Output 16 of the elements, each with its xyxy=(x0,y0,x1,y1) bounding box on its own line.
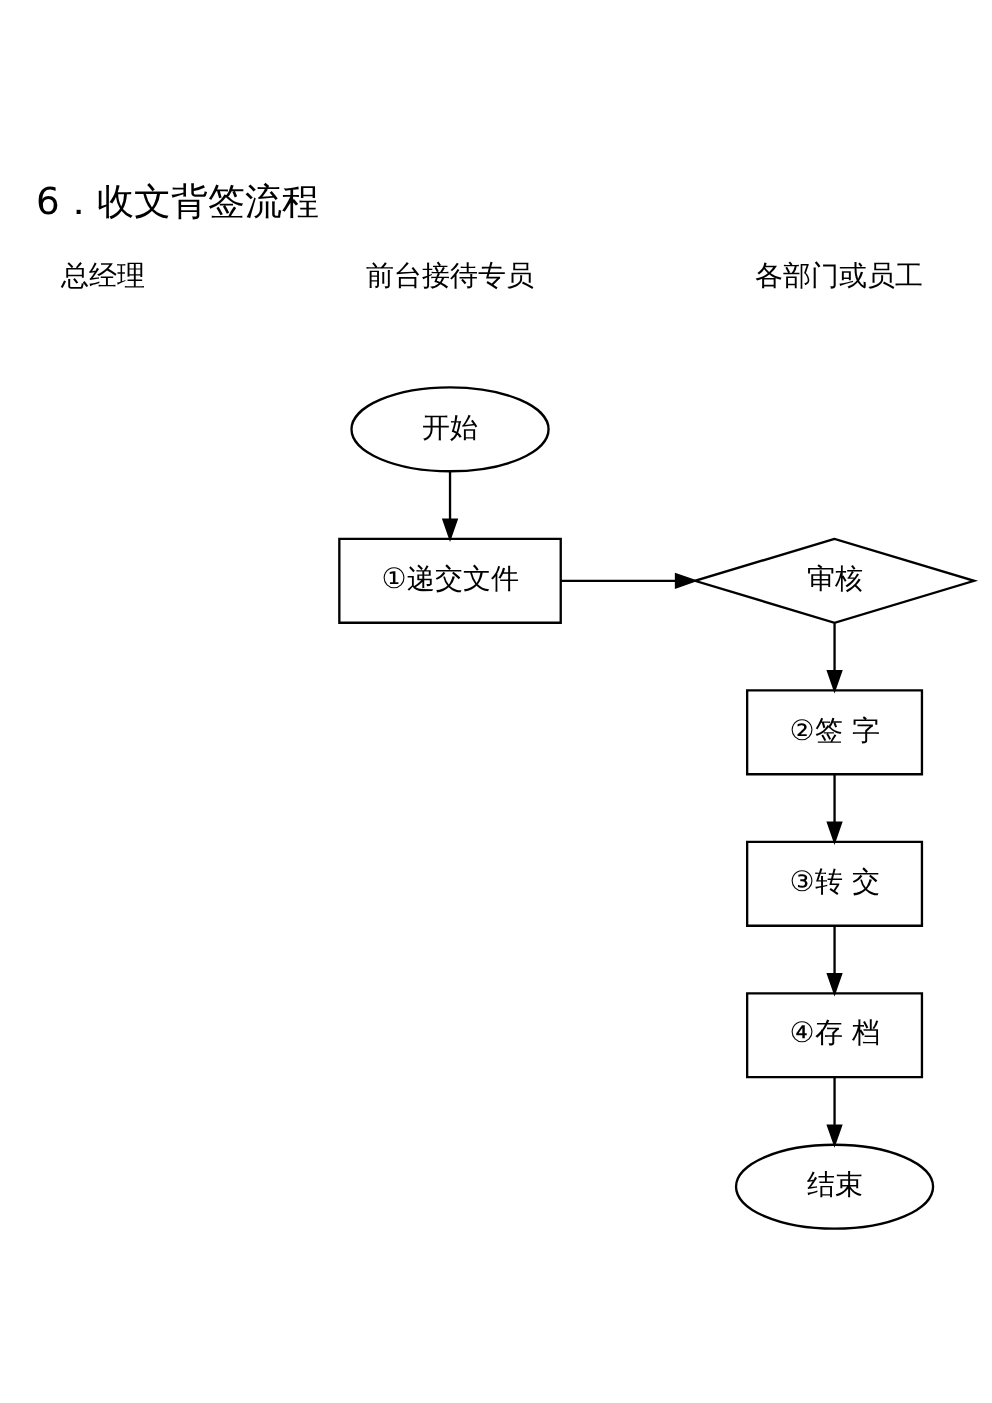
diagram-title: 6．收文背签流程 xyxy=(36,178,319,223)
label: 总经理 xyxy=(60,258,145,292)
arrow xyxy=(826,925,843,996)
label: 各部门或员工 xyxy=(755,258,924,292)
node-box: ③转 交 xyxy=(746,840,924,927)
node-ellipse: 开始 xyxy=(350,385,550,472)
node-box: ④存 档 xyxy=(746,991,924,1078)
node-box: ①递交文件 xyxy=(338,537,562,624)
arrow xyxy=(441,471,459,542)
arrow xyxy=(826,622,843,693)
node-box: ②签 字 xyxy=(746,688,924,775)
arrow xyxy=(561,572,699,589)
node-ellipse: 结束 xyxy=(734,1143,935,1230)
label: 前台接待专员 xyxy=(366,258,535,292)
arrow xyxy=(826,774,843,845)
arrow xyxy=(826,1077,843,1148)
